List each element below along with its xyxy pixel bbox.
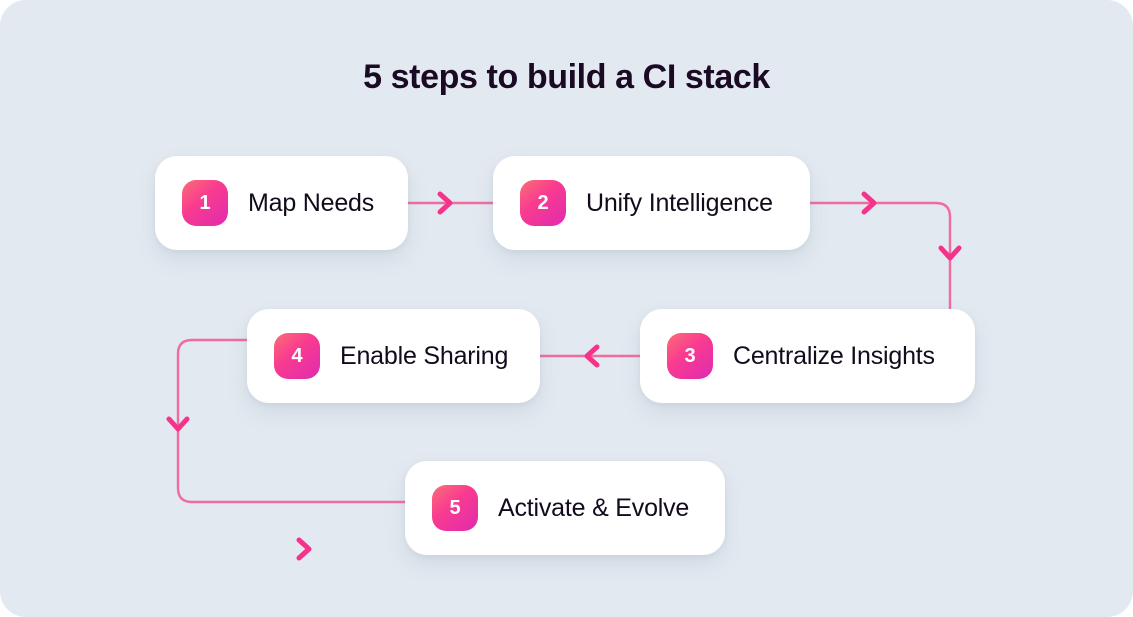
step-label-4: Enable Sharing <box>340 341 509 370</box>
arrow-step2-to-step3 <box>808 191 962 311</box>
step-label-3: Centralize Insights <box>733 341 935 370</box>
page-title: 5 steps to build a CI stack <box>363 58 770 96</box>
step-card-4[interactable]: 4 Enable Sharing <box>247 309 540 403</box>
step-card-1[interactable]: 1 Map Needs <box>155 156 408 250</box>
step-card-2[interactable]: 2 Unify Intelligence <box>493 156 810 250</box>
arrow-step4-to-step5 <box>166 338 407 504</box>
step-number-badge-1: 1 <box>182 180 228 226</box>
step-card-5[interactable]: 5 Activate & Evolve <box>405 461 725 555</box>
step-number-badge-5: 5 <box>432 485 478 531</box>
arrow-marker-standalone <box>296 537 312 561</box>
step-card-3[interactable]: 3 Centralize Insights <box>640 309 975 403</box>
step-label-1: Map Needs <box>248 188 375 217</box>
step-label-2: Unify Intelligence <box>586 188 773 217</box>
step-number-badge-2: 2 <box>520 180 566 226</box>
step-number-badge-4: 4 <box>274 333 320 379</box>
arrow-step3-to-step4 <box>538 344 642 368</box>
arrow-step1-to-step2 <box>406 191 495 215</box>
step-number-badge-3: 3 <box>667 333 713 379</box>
step-label-5: Activate & Evolve <box>498 493 690 522</box>
